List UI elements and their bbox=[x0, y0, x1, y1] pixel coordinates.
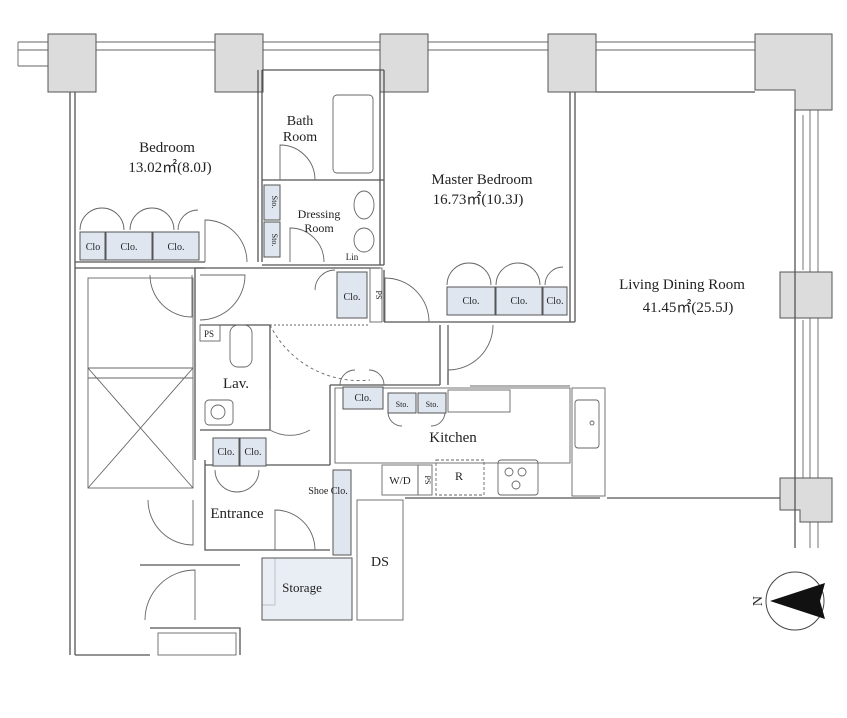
shoe-closet-label: Shoe Clo. bbox=[308, 486, 347, 497]
master-bedroom-name: Master Bedroom bbox=[431, 172, 533, 188]
kitchen-storage bbox=[417, 392, 447, 414]
bedroom-closet bbox=[152, 231, 200, 261]
master-closet bbox=[446, 286, 496, 316]
dressing-label-1: Dressing bbox=[298, 207, 341, 221]
column bbox=[547, 33, 597, 93]
kitchen-closet bbox=[342, 386, 384, 410]
dressing-label-2: Room bbox=[304, 221, 334, 235]
living-room-area: 41.45㎡(25.5J) bbox=[643, 299, 734, 316]
closet-label: Clo. bbox=[121, 242, 138, 253]
doors bbox=[79, 144, 564, 621]
closet-label: Clo. bbox=[168, 242, 185, 253]
entrance-label: Entrance bbox=[210, 506, 264, 522]
living-room-name: Living Dining Room bbox=[619, 277, 745, 293]
right-rail bbox=[802, 110, 819, 548]
closet-label: Clo bbox=[86, 242, 100, 253]
storage-label: Storage bbox=[282, 580, 322, 595]
kitchen-storage bbox=[387, 392, 417, 414]
lav-closet bbox=[239, 437, 267, 467]
bath-label-2: Room bbox=[283, 130, 317, 145]
walls bbox=[69, 69, 796, 656]
column bbox=[754, 33, 833, 111]
closet-label: Clo. bbox=[245, 447, 262, 458]
ds-label: DS bbox=[371, 555, 389, 570]
master-bedroom-area: 16.73㎡(10.3J) bbox=[433, 191, 524, 208]
lav-closet bbox=[212, 437, 240, 467]
storage-label-small: Sto. bbox=[426, 400, 439, 409]
compass: N bbox=[751, 571, 825, 631]
corridor-closet bbox=[336, 271, 368, 319]
ps-shaft bbox=[369, 267, 383, 323]
ps-label: PS bbox=[423, 476, 432, 485]
storage-label-small: Sto. bbox=[396, 400, 409, 409]
master-closet bbox=[495, 286, 543, 316]
storage-label-small: Sto. bbox=[270, 234, 279, 247]
bedroom-closet bbox=[79, 231, 106, 261]
column bbox=[379, 33, 429, 93]
bedroom-closet bbox=[105, 231, 153, 261]
bedroom-name: Bedroom bbox=[139, 140, 195, 156]
column bbox=[214, 33, 264, 93]
bedroom-area: 13.02㎡(8.0J) bbox=[128, 159, 211, 176]
refrigerator-label: R bbox=[455, 469, 463, 483]
storage-room bbox=[261, 557, 353, 621]
column bbox=[779, 477, 833, 523]
lav-label: Lav. bbox=[223, 376, 249, 392]
kitchen-label: Kitchen bbox=[429, 430, 477, 446]
column bbox=[47, 33, 97, 93]
closet-label: Clo. bbox=[547, 296, 564, 307]
ps-label: PS bbox=[374, 291, 383, 300]
closet-label: Clo. bbox=[511, 296, 528, 307]
dressing-storage bbox=[263, 221, 281, 258]
bath-label-1: Bath bbox=[287, 114, 313, 129]
closet-label: Clo. bbox=[218, 447, 235, 458]
master-closet bbox=[542, 286, 568, 316]
dressing-storage bbox=[263, 184, 281, 221]
compass-north-label: N bbox=[751, 596, 766, 606]
washer-dryer-label: W/D bbox=[389, 475, 410, 487]
column bbox=[779, 271, 833, 319]
linen-label: Lin bbox=[346, 252, 359, 262]
closet-label: Clo. bbox=[355, 393, 372, 404]
closet-label: Clo. bbox=[463, 296, 480, 307]
closet-label: Clo. bbox=[344, 292, 361, 303]
storage-label-small: Sto. bbox=[270, 196, 279, 209]
ps-label: PS bbox=[204, 329, 214, 339]
